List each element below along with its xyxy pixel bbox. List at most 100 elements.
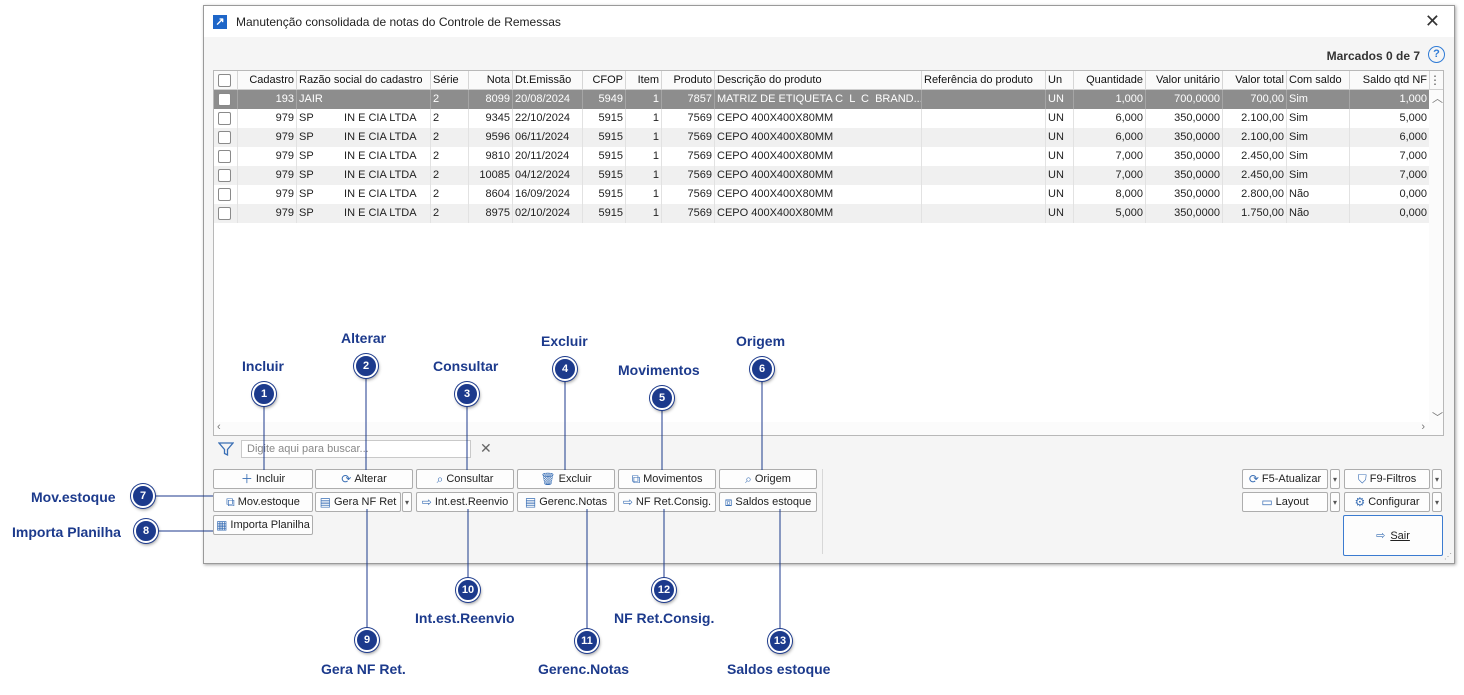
select-all-checkbox[interactable] [218,74,231,87]
gera-nf-ret-dropdown[interactable]: ▾ [402,492,412,512]
table-cell: 979 [238,185,297,204]
table-cell: 5915 [583,147,626,166]
row-checkbox[interactable] [218,131,231,144]
scroll-down-icon[interactable]: ﹀ [1432,412,1443,424]
callout-badge-4: 4 [553,357,577,381]
gerenc-notas-button[interactable]: ▤Gerenc.Notas [517,492,615,512]
table-cell: 700,0000 [1146,90,1223,109]
filter-icon[interactable] [218,441,234,457]
incluir-button[interactable]: ＋Incluir [213,469,313,489]
table-cell [922,109,1046,128]
table-cell: 2 [431,109,469,128]
help-icon[interactable]: ? [1428,46,1445,63]
origem-button[interactable]: ⌕Origem [719,469,817,489]
table-cell: 350,0000 [1146,147,1223,166]
row-checkbox[interactable] [218,188,231,201]
column-header[interactable]: Un [1046,71,1074,90]
row-checkbox[interactable] [218,112,231,125]
column-header[interactable]: Produto [662,71,715,90]
callout-badge-2: 2 [354,354,378,378]
horizontal-scrollbar[interactable]: ‹ › [214,421,1443,435]
column-header[interactable]: Nota [469,71,513,90]
table-cell: 1,000 [1074,90,1146,109]
table-cell: 6,000 [1350,128,1430,147]
callout-label-1: Incluir [242,358,285,374]
column-header[interactable]: Razão social do cadastro [297,71,431,90]
nf-ret-consig-button[interactable]: ⇨NF Ret.Consig. [618,492,716,512]
mov-estoque-button[interactable]: ⧉Mov.estoque [213,492,313,512]
table-cell: 1 [626,147,662,166]
sair-button[interactable]: ⇨Sair [1343,515,1443,556]
vertical-scrollbar[interactable]: ︿ ﹀ [1429,90,1443,425]
column-header[interactable]: Saldo qtd NF [1350,71,1430,90]
table-cell: 7,000 [1074,147,1146,166]
saldos-estoque-button[interactable]: ⧈Saldos estoque [719,492,817,512]
scroll-up-icon[interactable]: ︿ [1432,93,1443,105]
column-header[interactable]: Série [431,71,469,90]
clear-search-icon[interactable]: ✕ [480,440,492,456]
configurar-dropdown[interactable]: ▾ [1432,492,1442,512]
search-input[interactable] [241,440,471,458]
alterar-button[interactable]: ⟳Alterar [315,469,413,489]
row-checkbox[interactable] [218,169,231,182]
column-header[interactable]: Dt.Emissão [513,71,583,90]
column-menu-icon[interactable]: ⋮ [1429,73,1441,87]
f9-filtros-dropdown[interactable]: ▾ [1432,469,1442,489]
f5-atualizar-button[interactable]: ⟳F5-Atualizar [1242,469,1328,489]
consultar-button[interactable]: ⌕Consultar [416,469,514,489]
row-checkbox[interactable] [218,93,231,106]
plus-icon: ＋ [240,472,253,486]
table-cell: UN [1046,147,1074,166]
consultar-label: Consultar [446,473,494,485]
resize-grip-icon[interactable]: ⋰ [1444,552,1452,561]
column-header[interactable]: Item [626,71,662,90]
layout-dropdown[interactable]: ▾ [1330,492,1340,512]
layout-button[interactable]: ▭Layout [1242,492,1328,512]
column-header[interactable]: CFOP [583,71,626,90]
marked-count: Marcados 0 de 7 [1326,49,1420,63]
close-button[interactable]: ✕ [1424,11,1440,31]
callout-label-8: Importa Planilha [12,524,121,540]
scroll-left-icon[interactable]: ‹ [217,421,221,433]
column-header[interactable]: Valor total [1223,71,1287,90]
importa-planilha-label: Importa Planilha [230,519,310,531]
f9-filtros-button[interactable]: ⛉F9-Filtros [1344,469,1430,489]
column-header[interactable]: Com saldo [1287,71,1350,90]
table-cell: 7569 [662,166,715,185]
table-cell: 979 [238,204,297,223]
table-cell: 5915 [583,128,626,147]
column-header[interactable]: Referência do produto [922,71,1046,90]
row-select-cell [214,166,238,185]
f5-atualizar-dropdown[interactable]: ▾ [1330,469,1340,489]
excluir-button[interactable]: 🗑Excluir [517,469,615,489]
movimentos-button[interactable]: ⧉Movimentos [618,469,716,489]
column-header[interactable]: Valor unitário [1146,71,1223,90]
int-est-reenvio-button[interactable]: ⇨Int.est.Reenvio [416,492,514,512]
column-header[interactable]: Cadastro [238,71,297,90]
scroll-right-icon[interactable]: › [1421,421,1425,433]
table-cell: 5915 [583,204,626,223]
row-checkbox[interactable] [218,207,231,220]
configurar-button[interactable]: ⚙Configurar [1344,492,1430,512]
window-title: Manutenção consolidada de notas do Contr… [236,15,561,29]
toolbar-divider [822,469,823,554]
column-header[interactable]: Descrição do produto [715,71,922,90]
table-cell: 5949 [583,90,626,109]
row-checkbox[interactable] [218,150,231,163]
gera-nf-ret-button[interactable]: ▤Gera NF Ret [315,492,401,512]
callout-badge-12: 12 [652,578,676,602]
column-header[interactable]: Quantidade [1074,71,1146,90]
table-cell: 5,000 [1074,204,1146,223]
callout-label-10: Int.est.Reenvio [415,610,515,626]
movimentos-label: Movimentos [643,473,703,485]
importa-planilha-button[interactable]: ▦Importa Planilha [213,515,313,535]
callout-badge-7: 7 [131,484,155,508]
